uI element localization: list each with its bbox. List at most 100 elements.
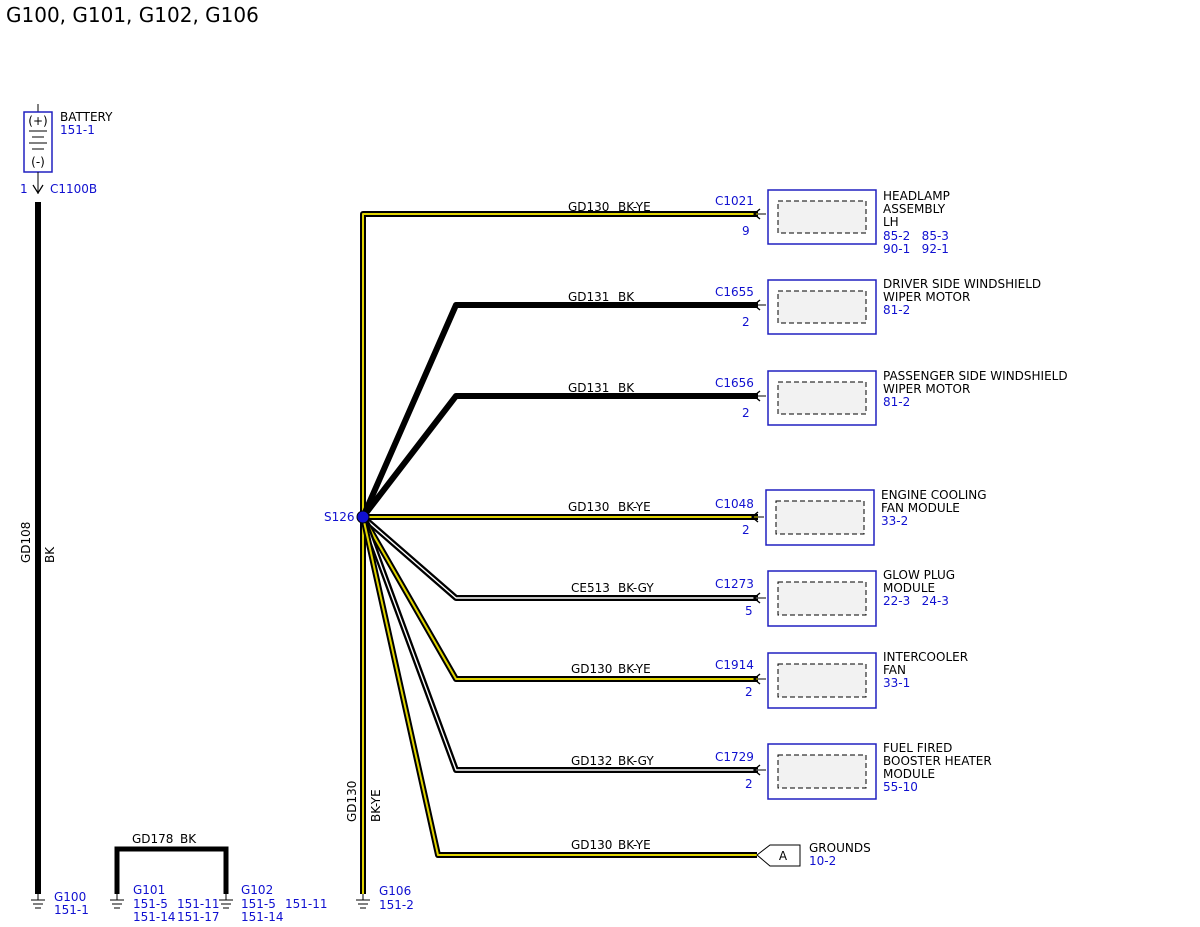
- branch-pin: 2: [742, 315, 750, 329]
- branch-pin: 2: [745, 777, 753, 791]
- branch-driver-wiper: GD131 BK C1655 2 DRIVER SIDE WINDSHIELD …: [568, 277, 1041, 335]
- branch-wire-color: BK-YE: [618, 838, 651, 852]
- battery-connector: C1100B: [50, 182, 97, 196]
- component-ref: 55-10: [883, 780, 918, 794]
- page-reference-flag-icon: [756, 844, 801, 867]
- battery-wire-circuit: GD108: [19, 522, 33, 563]
- splice-name: S126: [324, 510, 355, 524]
- component-ref: 22-3 24-3: [883, 594, 949, 608]
- branch-wire-color: BK-YE: [618, 662, 651, 676]
- g102-ref: 151-11: [285, 897, 328, 911]
- battery-symbol: (+) (-): [23, 104, 53, 173]
- splice-wires: [360, 208, 766, 894]
- battery-ref: 151-1: [60, 123, 95, 137]
- branch-circuit: GD131: [568, 381, 609, 395]
- branch-circuit: GD130: [571, 838, 612, 852]
- branch-wire-color: BK-GY: [618, 581, 654, 595]
- wire-path: [361, 514, 758, 601]
- page-title: G100, G101, G102, G106: [6, 3, 259, 27]
- branch-grounds-reference: GD130 BK-YE A GROUNDS 10-2: [571, 838, 871, 868]
- component-name: FUEL FIRED: [883, 741, 952, 755]
- g101-ref: 151-11: [177, 897, 220, 911]
- g106-ground-symbol: [356, 894, 370, 909]
- g101-g102-wire: [114, 846, 229, 894]
- component-name: ASSEMBLY: [883, 202, 946, 216]
- component-name: MODULE: [883, 581, 935, 595]
- component-name: WIPER MOTOR: [883, 290, 970, 304]
- component-name: DRIVER SIDE WINDSHIELD: [883, 277, 1041, 291]
- branch-connector: C1048: [715, 497, 754, 511]
- trunk-wire-circuit: GD130: [345, 781, 359, 822]
- branch-wire-color: BK-YE: [618, 200, 651, 214]
- branch-fuel-fired-booster-heater: GD132 BK-GY C1729 2 FUEL FIRED BOOSTER H…: [571, 741, 992, 800]
- branch-passenger-wiper: GD131 BK C1656 2 PASSENGER SIDE WINDSHIE…: [568, 369, 1068, 426]
- wire-path: [360, 211, 758, 517]
- g106-ref: 151-2: [379, 898, 414, 912]
- battery-name: BATTERY: [60, 110, 113, 124]
- wire-path: [360, 302, 758, 519]
- component-ref: 81-2: [883, 395, 910, 409]
- component-ref: 33-1: [883, 676, 910, 690]
- branch-pin: 2: [742, 406, 750, 420]
- branch-connector: C1021: [715, 194, 754, 208]
- component-inner: [777, 581, 867, 616]
- branch-wire-color: BK: [618, 290, 635, 304]
- branch-circuit: GD132: [571, 754, 612, 768]
- branch-connector: C1914: [715, 658, 754, 672]
- component-name: LH: [883, 215, 899, 229]
- branch-circuit: CE513: [571, 581, 610, 595]
- wire-path: [360, 515, 758, 773]
- component-ref: 33-2: [881, 514, 908, 528]
- component-name: PASSENGER SIDE WINDSHIELD: [883, 369, 1068, 383]
- wire-path: [360, 393, 758, 519]
- branch-connector: C1655: [715, 285, 754, 299]
- g101-ref: 151-5: [133, 897, 168, 911]
- component-inner: [777, 381, 867, 415]
- g102-name: G102: [241, 883, 273, 897]
- g102-ref: 151-14: [241, 910, 284, 924]
- component-name: FAN: [883, 663, 906, 677]
- battery-connector-arrow: [32, 172, 44, 195]
- wire-stripe: [362, 516, 757, 856]
- branch-intercooler-fan: GD130 BK-YE C1914 2 INTERCOOLER FAN 33-1: [571, 650, 968, 709]
- branch-circuit: GD131: [568, 290, 609, 304]
- branch-wire-color: BK: [618, 381, 635, 395]
- grounds-label: GROUNDS: [809, 841, 871, 855]
- wire-stripe: [362, 516, 758, 680]
- branch-pin: 9: [742, 224, 750, 238]
- battery-minus-label: (-): [31, 155, 45, 169]
- component-inner: [775, 500, 865, 535]
- g101-wire-color: BK: [180, 832, 197, 846]
- branch-pin: 2: [745, 685, 753, 699]
- component-name: BOOSTER HEATER: [883, 754, 992, 768]
- g106-name: G106: [379, 884, 411, 898]
- component-inner: [777, 754, 867, 789]
- component-inner: [777, 663, 867, 698]
- component-ref: 85-2 85-3: [883, 229, 949, 243]
- branch-wire-color: BK-GY: [618, 754, 654, 768]
- g100-ref: 151-1: [54, 903, 89, 917]
- grounds-flag: A: [779, 849, 788, 863]
- component-name: GLOW PLUG: [883, 568, 955, 582]
- branch-engine-cooling-fan: GD130 BK-YE C1048 2 ENGINE COOLING FAN M…: [568, 488, 987, 546]
- g101-ref: 151-17: [177, 910, 220, 924]
- battery-pin: 1: [20, 182, 28, 196]
- component-name: MODULE: [883, 767, 935, 781]
- wire-stripe: [362, 516, 758, 771]
- splice-s126-dot: [356, 510, 370, 524]
- branch-circuit: GD130: [568, 200, 609, 214]
- branch-pin: 5: [745, 604, 753, 618]
- component-name: HEADLAMP: [883, 189, 950, 203]
- trunk-wire-color: BK-YE: [369, 789, 383, 822]
- g100-name: G100: [54, 890, 86, 904]
- branch-circuit: GD130: [568, 500, 609, 514]
- component-ref: 81-2: [883, 303, 910, 317]
- g101-name: G101: [133, 883, 165, 897]
- branch-wire-color: BK-YE: [618, 500, 651, 514]
- branch-connector: C1729: [715, 750, 754, 764]
- battery-plus-label: (+): [28, 114, 47, 128]
- g101-wire-circuit: GD178: [132, 832, 173, 846]
- g102-ground-symbol: [219, 894, 233, 909]
- branch-glow-plug-module: CE513 BK-GY C1273 5 GLOW PLUG MODULE 22-…: [571, 568, 955, 627]
